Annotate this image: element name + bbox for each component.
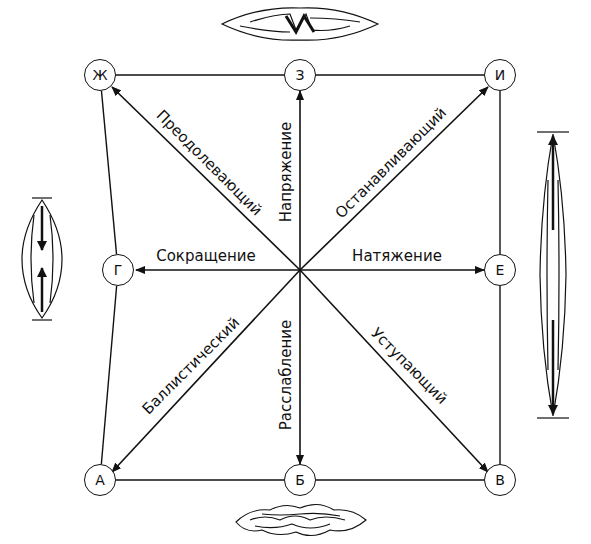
node-letter: И: [495, 68, 505, 82]
node-letter: Ж: [92, 68, 107, 82]
node-letter: Г: [114, 263, 123, 277]
muscle-relaxed: [236, 504, 366, 535]
square-side: [101, 91, 116, 254]
letter-circle: В: [484, 464, 516, 496]
letter-circle: З: [284, 59, 316, 91]
letter-circle: Ж: [84, 59, 116, 91]
letter-circle: А: [84, 464, 116, 496]
axis-label: Уступающий: [366, 323, 451, 408]
node-letter: Е: [496, 263, 505, 277]
square-side: [116, 479, 284, 480]
letter-circle: Е: [484, 254, 516, 286]
muscle-stretch: [537, 132, 569, 418]
square-side: [116, 74, 284, 75]
node-letter: А: [95, 473, 105, 487]
axis-label: Преодолевающий: [152, 106, 267, 221]
letter-circle: И: [484, 59, 516, 91]
square-side: [499, 286, 500, 464]
axis-label: Напряжение: [278, 120, 295, 224]
axis-label: Останавливающий: [331, 103, 451, 223]
axis-label: Баллистический: [138, 313, 244, 419]
muscle-contraction: [22, 198, 62, 320]
axis-label: Натяжение: [350, 248, 444, 265]
axis-label: Сокращение: [154, 248, 258, 265]
node-letter: Б: [295, 473, 305, 487]
node-letter: З: [296, 68, 305, 82]
radial-arrows: [112, 87, 488, 472]
muscle-tense: [222, 8, 378, 40]
axis-label: Расслабление: [278, 318, 295, 432]
square-side: [499, 91, 500, 254]
letter-circle: Г: [102, 254, 134, 286]
square-side: [316, 74, 484, 75]
square-side: [316, 479, 484, 480]
node-letter: В: [495, 473, 505, 487]
square-side: [101, 286, 116, 464]
letter-circle: Б: [284, 464, 316, 496]
